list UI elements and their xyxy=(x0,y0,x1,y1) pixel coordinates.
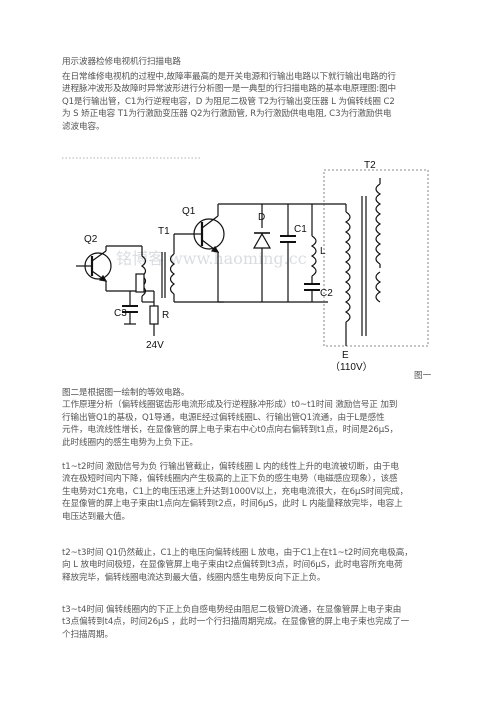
text-line: t3~t4时间 偏转线圈内的下正上负自感电势经由阻尼二极管D流通，在显像管屏上电… xyxy=(62,605,402,615)
label-q2: Q2 xyxy=(84,234,98,245)
watermark-text: 铭博客 www.haoming.cc xyxy=(116,249,307,268)
figure-caption: 图一 xyxy=(414,371,432,381)
text-line: 电压达到最大值。 xyxy=(62,511,130,522)
text-line: 为 S 矫正电容 T1为行激励变压器 Q2为行激励管, R为行激励供电电阻, C… xyxy=(62,109,392,120)
label-d: D xyxy=(258,212,265,223)
text-line: 工作原理分析（偏转线圈锯齿形电流形成及行逆程脉冲形成）t0~t1时间 激励信号正… xyxy=(62,400,398,411)
text-line: 生电势对C1充电，C1上的电压迅速上升达到1000V以上，充电电流很大，在6μS… xyxy=(62,486,409,497)
text-line: 在显像管的屏上电子束由t1点向左偏转到t2点，时间6μS，此时 L 内能量释放完… xyxy=(62,499,403,510)
circuit-diagram: 铭博客 www.haoming.cc xyxy=(62,157,429,373)
label-c2: C2 xyxy=(320,288,333,299)
section-t1-t2: t1~t2时间 激励信号为负 行输出管截止，偏转线圈 L 内的线性上升的电流被切… xyxy=(62,461,434,523)
intro-paragraph: 在日常维修电视机的过程中,故障率最高的是开关电源和行输出电路以下就行输出电路的行… xyxy=(62,71,434,133)
text-line: t3点偏转到t4点，时间26μS ，此时一个行扫描周期完成。在显像管的屏上电子束… xyxy=(62,617,410,628)
text-line: 元件，电流线性增长，在显像管的屏上电子束右中心t0点向右偏转到t1点，时间是26… xyxy=(62,425,399,436)
text-line: 进程脉冲波形及故障时异常波形进行分析图一是一典型的行扫描电路的基本电原理图:图中 xyxy=(62,84,397,95)
text-line: 此时线圈内的感生电势为上负下正。 xyxy=(62,437,198,448)
section-equivalent-circuit: 图二是根据图一绘制的等效电路。 工作原理分析（偏转线圈锯齿形电流形成及行逆程脉冲… xyxy=(62,387,434,449)
text-line: t2~t3时间 Q1仍然截止，C1上的电压向偏转线圈 L 放电，由于C1上在t1… xyxy=(62,548,413,558)
text-line: 图二是根据图一绘制的等效电路。 xyxy=(62,388,190,398)
label-r: R xyxy=(162,310,169,321)
transformer-t2-box xyxy=(323,169,429,347)
section-t3-t4: t3~t4时间 偏转线圈内的下正上负自感电势经由阻尼二极管D流通，在显像管屏上电… xyxy=(62,604,434,641)
label-c1: C1 xyxy=(294,224,307,235)
label-e: E xyxy=(342,350,349,361)
label-q1: Q1 xyxy=(182,206,196,217)
text-line: t1~t2时间 激励信号为负 行输出管截止，偏转线圈 L 内的线性上升的电流被切… xyxy=(62,462,399,472)
label-110v: （110V） xyxy=(330,361,373,373)
section-t2-t3: t2~t3时间 Q1仍然截止，C1上的电压向偏转线圈 L 放电，由于C1上在t1… xyxy=(62,547,434,584)
text-line: 流在极短时间内下降，偏转线圈内产生极高的上正下负的感生电势（电磁感应现象），该感 xyxy=(62,474,398,485)
label-t1: T1 xyxy=(158,226,170,237)
label-l: L xyxy=(320,246,326,257)
text-line: 在日常维修电视机的过程中,故障率最高的是开关电源和行输出电路以下就行输出电路的行 xyxy=(62,72,396,82)
text-line: 行输出管Q1的基极，Q1导通，电源E经过偏转线圈L、行输出管Q1流通，由于L是感… xyxy=(62,412,385,423)
text-line: 释放完毕，偏转线圈电流达到最大值，线圈内感生电势反向下正上负。 xyxy=(62,572,326,583)
text-line: Q1是行输出管，C1为行逆程电容，D 为阻尼二极管 T2为行输出变压器 L 为偏… xyxy=(62,96,395,107)
label-c3: C3 xyxy=(114,308,127,319)
article-title: 用示波器检修电视机行扫描电路 xyxy=(62,57,181,67)
label-24v: 24V xyxy=(146,340,164,351)
text-line: 向 L 放电时间极短，在显像管屏上电子束由t2点偏转到t3点，时间6μS，此时电… xyxy=(62,560,403,571)
label-t2: T2 xyxy=(364,160,376,171)
text-line: 滤波电容。 xyxy=(62,121,105,132)
text-line: 个扫描周期。 xyxy=(62,629,113,640)
resistor-r xyxy=(149,305,159,325)
